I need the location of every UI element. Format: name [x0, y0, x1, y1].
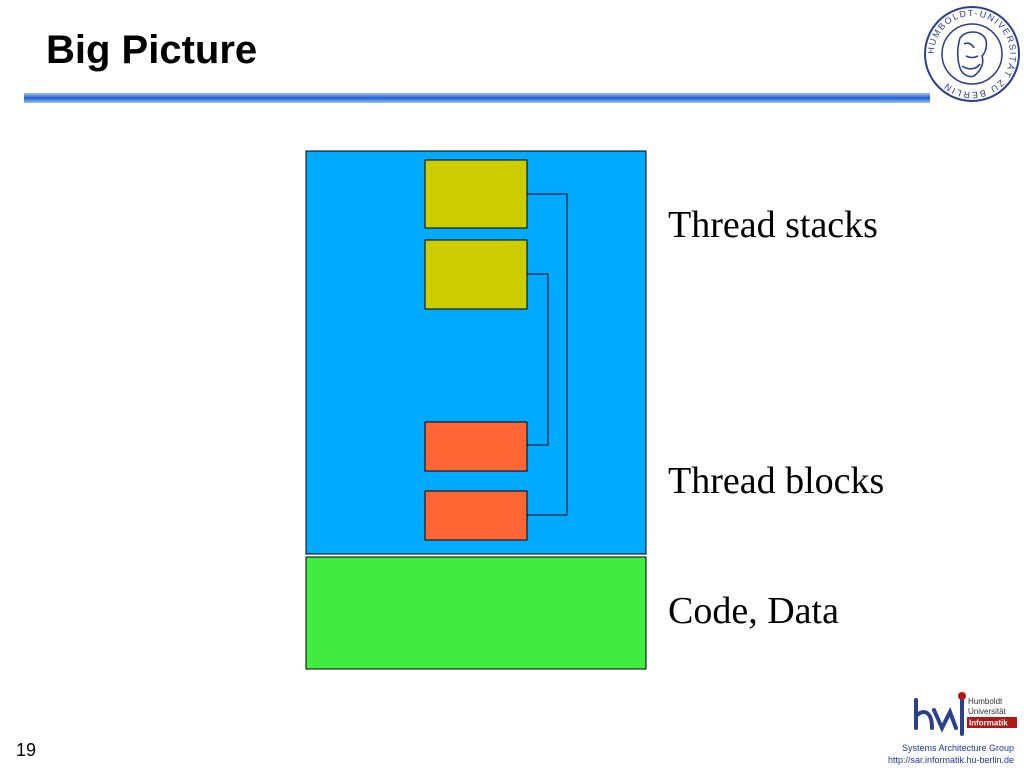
- thread-block-1: [424, 421, 528, 472]
- logo-line-2: Universität: [968, 707, 1007, 716]
- connector-inner: [527, 273, 549, 446]
- thread-stack-2: [424, 239, 528, 310]
- title-underline: [24, 93, 930, 103]
- code-data-region: [305, 556, 647, 670]
- thread-stacks-label: Thread stacks: [668, 204, 878, 246]
- footer-group-name: Systems Architecture Group: [901, 743, 1014, 753]
- logo-line-1: Humboldt: [968, 697, 1003, 706]
- thread-blocks-label: Thread blocks: [668, 460, 885, 502]
- logo-line-3: Informatik: [969, 719, 1008, 728]
- thread-block-2: [424, 490, 528, 541]
- code-data-label: Code, Data: [668, 590, 839, 632]
- hu-informatik-logo: Humboldt Universität Informatik: [914, 692, 1017, 736]
- slide-title: Big Picture: [46, 28, 258, 72]
- page-number: 19: [16, 740, 37, 760]
- footer-url[interactable]: http://sar.informatik.hu-berlin.de: [887, 755, 1014, 765]
- university-seal-logo: HUMBOLDT-UNIVERSITÄT ZU BERLIN: [924, 6, 1020, 102]
- thread-stack-1: [424, 159, 528, 229]
- connector-outer: [527, 193, 568, 516]
- portrait-icon: [956, 31, 988, 78]
